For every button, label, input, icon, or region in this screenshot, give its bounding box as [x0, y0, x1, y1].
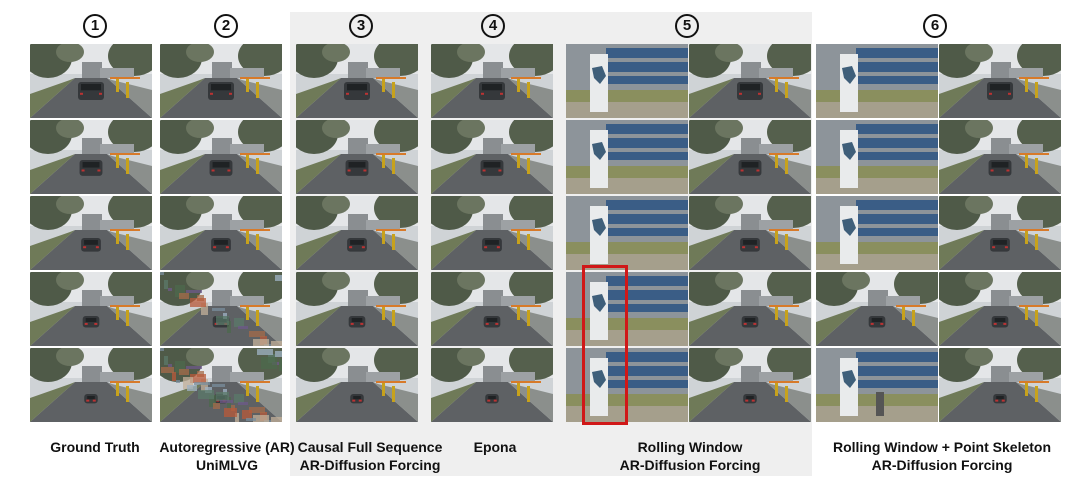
column-caption-1: Ground Truth — [30, 438, 160, 456]
column-caption-3-line-1: Causal Full Sequence — [297, 439, 443, 455]
column-number-6: 6 — [923, 14, 947, 38]
column-caption-6-line-2: AR-Diffusion Forcing — [871, 457, 1013, 473]
video-frame-col7-row5 — [816, 348, 938, 422]
video-frame-col7-row2 — [816, 120, 938, 194]
video-frame-col6-row2 — [689, 120, 811, 194]
video-frame-col4-row3 — [431, 196, 553, 270]
video-frame-col6-row4 — [689, 272, 811, 346]
column-caption-5-line-2: AR-Diffusion Forcing — [619, 457, 761, 473]
video-frame-col7-row1 — [816, 44, 938, 118]
video-frame-col2-row2 — [160, 120, 282, 194]
video-frame-col4-row4 — [431, 272, 553, 346]
column-caption-4: Epona — [430, 438, 560, 456]
video-frame-col1-row5 — [30, 348, 152, 422]
column-caption-2: Autoregressive (AR) UniMLVG — [152, 438, 302, 474]
video-frame-col7-row4 — [816, 272, 938, 346]
video-frame-col3-row5 — [296, 348, 418, 422]
video-frame-col8-row1 — [939, 44, 1061, 118]
column-caption-6-line-1: Rolling Window + Point Skeleton — [832, 439, 1052, 455]
video-frame-col4-row1 — [431, 44, 553, 118]
video-frame-col7-row3 — [816, 196, 938, 270]
column-number-2: 2 — [214, 14, 238, 38]
video-frame-col4-row2 — [431, 120, 553, 194]
video-frame-col2-row5 — [160, 348, 282, 422]
column-caption-2-line-1: Autoregressive (AR) — [159, 439, 295, 455]
video-frame-col4-row5 — [431, 348, 553, 422]
video-frame-col3-row2 — [296, 120, 418, 194]
video-frame-col8-row4 — [939, 272, 1061, 346]
video-frame-col2-row1 — [160, 44, 282, 118]
video-frame-col6-row3 — [689, 196, 811, 270]
video-frame-col2-row3 — [160, 196, 282, 270]
video-frame-col8-row5 — [939, 348, 1061, 422]
video-frame-col1-row2 — [30, 120, 152, 194]
video-frame-col5-row1 — [566, 44, 688, 118]
column-number-3: 3 — [349, 14, 373, 38]
video-frame-col1-row4 — [30, 272, 152, 346]
column-number-5: 5 — [675, 14, 699, 38]
column-number-1: 1 — [83, 14, 107, 38]
video-frame-col8-row3 — [939, 196, 1061, 270]
column-number-4: 4 — [481, 14, 505, 38]
video-frame-col6-row1 — [689, 44, 811, 118]
video-frame-col5-row2 — [566, 120, 688, 194]
column-caption-4-line-1: Epona — [473, 439, 517, 455]
video-frame-col8-row2 — [939, 120, 1061, 194]
column-caption-2-line-2: UniMLVG — [196, 457, 258, 473]
video-frame-col6-row5 — [689, 348, 811, 422]
video-frame-col2-row4 — [160, 272, 282, 346]
column-caption-3-line-2: AR-Diffusion Forcing — [299, 457, 441, 473]
video-frame-col3-row3 — [296, 196, 418, 270]
column-caption-5-line-1: Rolling Window — [637, 439, 743, 455]
highlight-box-column-5 — [582, 265, 628, 425]
video-frame-col1-row1 — [30, 44, 152, 118]
video-frame-col1-row3 — [30, 196, 152, 270]
video-frame-col5-row3 — [566, 196, 688, 270]
column-caption-1-line-1: Ground Truth — [50, 439, 140, 455]
video-frame-col3-row1 — [296, 44, 418, 118]
video-frame-col3-row4 — [296, 272, 418, 346]
